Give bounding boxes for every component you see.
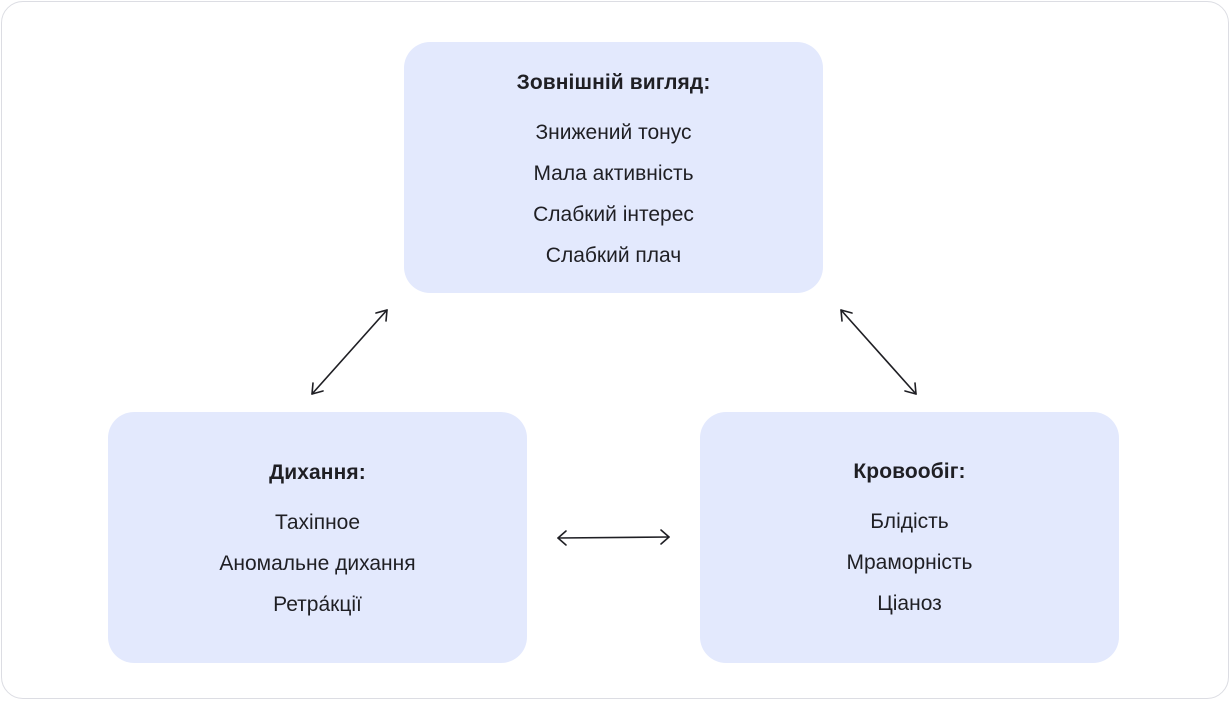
breathing-item-retractions: Ретра́кції [273, 593, 362, 616]
appearance-box: Зовнішній вигляд: Знижений тонус Мала ак… [404, 42, 823, 293]
appearance-title: Зовнішній вигляд: [516, 71, 711, 94]
circulation-item-cyanosis: Ціаноз [877, 592, 942, 615]
breathing-box: Дихання: Тахіпное Аномальне дихання Ретр… [108, 412, 527, 663]
circulation-item-pallor: Блідість [870, 510, 949, 533]
breathing-item-tachypnea: Тахіпное [274, 511, 361, 534]
appearance-item-low-activity: Мала активність [533, 162, 694, 185]
appearance-item-weak-cry: Слабкий плач [545, 244, 682, 267]
circulation-box: Кровообіг: Блідість Мраморність Ціаноз [700, 412, 1119, 663]
circulation-item-mottling: Мраморність [846, 551, 973, 574]
breathing-item-abnormal-breathing: Аномальне дихання [219, 552, 416, 575]
appearance-item-weak-interest: Слабкий інтерес [533, 203, 694, 226]
breathing-title: Дихання: [269, 461, 366, 484]
circulation-title: Кровообіг: [853, 460, 966, 483]
appearance-item-reduced-tone: Знижений тонус [535, 121, 692, 144]
